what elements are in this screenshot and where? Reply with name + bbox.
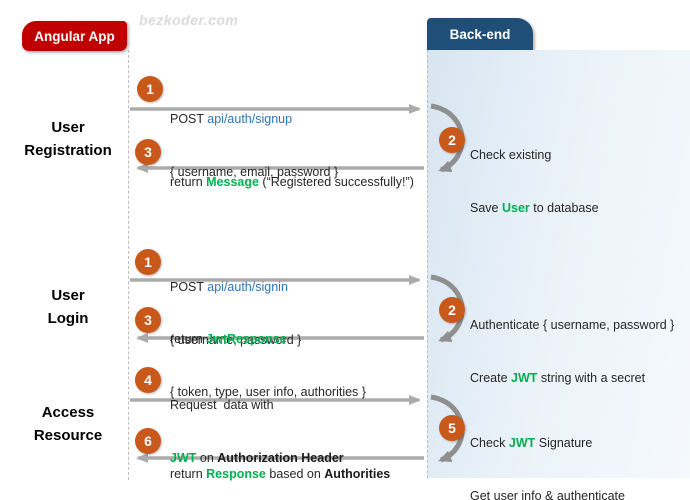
angular-app-actor-box: Angular App	[22, 21, 127, 51]
authorization-header-text: Authorization Header	[217, 450, 344, 465]
text: string with a secret	[537, 370, 646, 385]
angular-lifeline	[128, 50, 129, 480]
http-method: POST	[170, 280, 208, 294]
section-label-line: Resource	[33, 427, 103, 444]
text: on	[196, 450, 218, 465]
text: return	[170, 175, 207, 189]
section-label-user-registration: User Registration	[8, 116, 128, 162]
message-line: return Message (“Registered successfully…	[170, 174, 414, 192]
message-line: Get user info & authenticate	[470, 488, 625, 500]
section-label-user-login: User Login	[8, 284, 128, 330]
message-line: Request data with	[170, 398, 274, 412]
section-label-line: Login	[47, 310, 89, 327]
message-registration-request: POST api/auth/signup { username, email, …	[170, 76, 338, 216]
text: Save	[470, 200, 502, 215]
section-label-line: User	[51, 287, 85, 304]
backend-label: Back-end	[449, 26, 511, 42]
text: Signature	[535, 436, 593, 450]
message-line: JWT on Authorization Header	[170, 450, 344, 468]
text: based on	[265, 467, 325, 481]
backend-activation-panel	[427, 50, 690, 478]
text: return	[170, 332, 207, 346]
message-line: return JwtResponse	[170, 331, 366, 349]
step-badge-2: 2	[439, 297, 465, 323]
message-line: Create JWT string with a secret	[470, 370, 674, 388]
payload: { username, password }	[170, 332, 302, 347]
backend-actor-box: Back-end	[427, 18, 533, 50]
message-access-process: Check JWT Signature Get user info & auth…	[470, 400, 655, 500]
step-badge-4: 4	[135, 367, 161, 393]
message-access-request: Request data with JWT on Authorization H…	[170, 362, 344, 500]
text: Check	[470, 436, 509, 450]
step-badge-2: 2	[439, 127, 465, 153]
http-method: POST	[170, 112, 208, 126]
message-registration-response: return Message (“Registered successfully…	[170, 139, 414, 227]
section-label-line: Access	[41, 404, 95, 421]
step-badge-1: 1	[135, 249, 161, 275]
entity-response: Response	[206, 467, 266, 481]
entity-user: User	[501, 200, 530, 215]
message-line: Authenticate { username, password }	[470, 318, 675, 332]
entity-jwt: JWT	[170, 450, 197, 465]
payload: { token, type, user info, authorities }	[170, 384, 366, 399]
watermark: bezkoder.com	[139, 12, 239, 28]
message-login-process: Authenticate { username, password } Crea…	[470, 282, 674, 422]
message-line: POST api/auth/signup	[170, 111, 338, 129]
text: Create	[470, 370, 511, 385]
step-badge-6: 6	[135, 428, 161, 454]
message-line: Save User to database	[470, 200, 599, 218]
section-label-access-resource: Access Resource	[8, 401, 128, 447]
backend-lifeline	[427, 50, 428, 478]
authorities-text: Authorities	[324, 467, 391, 481]
step-badge-3: 3	[135, 307, 161, 333]
message-login-response: return JwtResponse { token, type, user i…	[170, 296, 366, 436]
text: to database	[529, 200, 599, 215]
message-access-response: return Response based on Authorities	[170, 431, 390, 500]
entity-jwtresponse: JwtResponse	[206, 332, 287, 346]
step-badge-1: 1	[137, 76, 163, 102]
step-badge-3: 3	[135, 139, 161, 165]
message-line: Check existing	[470, 148, 552, 162]
message-line: Check JWT Signature	[470, 435, 655, 453]
angular-app-label: Angular App	[34, 28, 115, 44]
message-registration-process: Check existing Save User to database	[470, 112, 599, 252]
message-login-request: POST api/auth/signin { username, passwor…	[170, 244, 301, 384]
api-url: api/auth/signup	[207, 112, 293, 126]
message-line: return Response based on Authorities	[170, 466, 390, 484]
payload: { username, email, password }	[170, 164, 339, 179]
entity-jwt: JWT	[508, 436, 536, 450]
step-badge-5: 5	[439, 415, 465, 441]
entity-jwt: JWT	[511, 370, 538, 385]
text: (“Registered successfully!”)	[258, 175, 414, 189]
api-url: api/auth/signin	[207, 280, 288, 294]
section-label-line: Registration	[24, 142, 112, 159]
text: return	[170, 467, 207, 481]
section-label-line: User	[51, 119, 85, 136]
entity-message: Message	[206, 175, 259, 189]
message-line: POST api/auth/signin	[170, 279, 301, 297]
